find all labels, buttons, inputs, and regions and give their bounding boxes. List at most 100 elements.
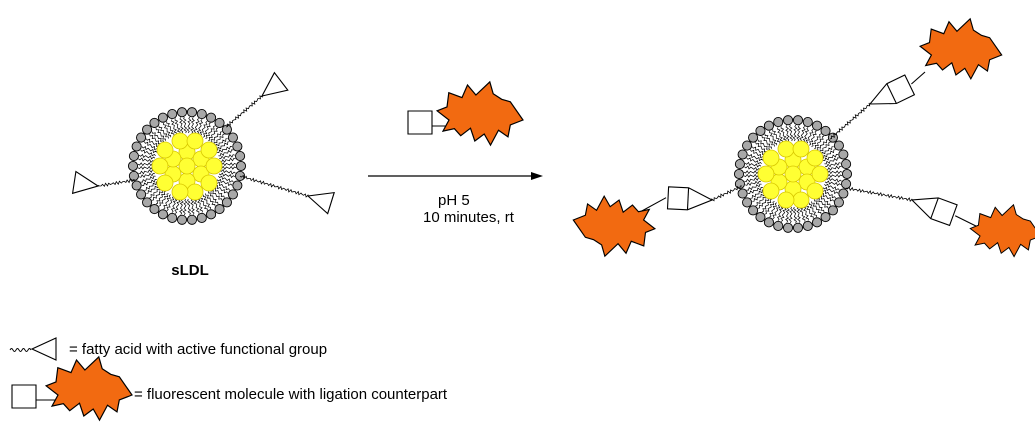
lipid-tail (174, 197, 181, 214)
lipid-tail (825, 176, 842, 183)
lipid-tail (137, 165, 155, 170)
lipid-tail (219, 165, 237, 170)
legend-fluorescent-text: = fluorescent molecule with ligation cou… (134, 386, 448, 403)
lipid-tail (151, 189, 164, 201)
ligation-adduct (666, 186, 714, 211)
lipid-head (186, 107, 198, 118)
lipid-tail (776, 204, 784, 221)
lipid-tail (210, 131, 223, 143)
lipid-head (763, 217, 774, 228)
lipid-tail (205, 193, 216, 207)
lipid-tail (792, 124, 798, 142)
lipid-head (802, 220, 813, 231)
lipid-head (131, 180, 142, 191)
lipid-tail (208, 127, 219, 142)
functional-group-triangle (306, 191, 335, 215)
lipid-tail (785, 206, 790, 223)
lipid-tail (166, 196, 175, 211)
lipid-head (763, 120, 774, 131)
lipid-tail (218, 172, 236, 179)
lipid-tail (745, 180, 761, 186)
labeled-sldl-particle (572, 18, 1035, 258)
lipid-tail (158, 193, 169, 207)
lipid-tail (813, 199, 825, 213)
lipid-tail (193, 198, 200, 214)
lipid-tail (785, 125, 790, 142)
lipid-tail (144, 181, 159, 191)
lipid-head (167, 212, 178, 223)
lipid-tail (218, 175, 234, 183)
lipid-tail (772, 129, 781, 144)
lipid-head (214, 204, 225, 215)
lipid-tail (193, 118, 200, 135)
lipid-head (841, 168, 853, 180)
lipid-tail (138, 169, 155, 175)
lipid-head (737, 188, 748, 199)
lipid-tail (217, 146, 233, 153)
legend-fatty-acid-text: = fatty acid with active functional grou… (69, 341, 327, 358)
lipid-tail (788, 206, 794, 224)
lipid-tail (158, 125, 169, 139)
lipid-tail (141, 179, 157, 186)
lipid-tail (140, 149, 156, 157)
adduct-bond (930, 197, 939, 219)
lipid-tail (212, 133, 225, 146)
core-sphere (205, 157, 223, 175)
lipid-head (235, 151, 246, 162)
condition-line-1: pH 5 (438, 192, 470, 209)
core-sphere (777, 140, 795, 158)
lipid-head (742, 197, 753, 208)
lipid-tail (216, 178, 233, 187)
lipid-tail (757, 197, 770, 209)
lipid-tail (179, 198, 184, 215)
fatty-acid-chain (845, 186, 913, 203)
lipid-head (802, 117, 813, 128)
lipid-tail (747, 153, 764, 162)
lipid-tail (141, 145, 158, 154)
lipid-tail (219, 168, 236, 175)
lipid-head (227, 189, 238, 200)
lipid-tail (205, 125, 216, 139)
lipid-head (131, 141, 142, 152)
lipid-tail (780, 205, 787, 222)
lipid-tail (764, 133, 775, 147)
lipid-head (792, 115, 804, 126)
lipid-tail (179, 117, 184, 134)
lipid-tail (218, 149, 234, 157)
lipid-tail (825, 162, 841, 168)
lipid-tail (155, 127, 167, 141)
lipid-tail (744, 177, 761, 183)
lipid-head (221, 197, 232, 208)
lipid-head (221, 124, 232, 135)
functional-group-triangle (71, 170, 100, 195)
lipid-tail (750, 149, 765, 159)
lipid-tail (149, 134, 162, 146)
lipid-tail (144, 141, 159, 151)
lipid-head (149, 204, 160, 215)
lipid-tail (761, 198, 772, 213)
lipid-head (196, 109, 207, 120)
lipid-tail (138, 157, 155, 164)
lipid-head (127, 160, 139, 172)
legend-star-icon (45, 356, 133, 421)
core-sphere (156, 141, 174, 159)
lipid-tail (769, 130, 778, 146)
lipid-tail (151, 131, 165, 143)
core-sphere (762, 149, 780, 167)
condition-line-2: 10 minutes, rt (423, 209, 515, 226)
lipid-head (206, 112, 217, 123)
lipid-tail (761, 135, 773, 149)
adduct-bond (886, 83, 897, 104)
lipid-tail (746, 157, 762, 165)
product-star-icon (919, 18, 1003, 80)
ligation-adduct (910, 197, 958, 227)
lipid-head (206, 209, 217, 220)
lipid-tail (138, 153, 156, 160)
lipid-tail (747, 187, 763, 194)
lipid-tail (171, 119, 178, 135)
lipid-tail (764, 201, 775, 215)
lipid-tail (811, 201, 822, 215)
reagent-fluorescent-molecule (407, 81, 524, 146)
lipid-head (773, 117, 784, 128)
core-sphere (178, 157, 196, 175)
